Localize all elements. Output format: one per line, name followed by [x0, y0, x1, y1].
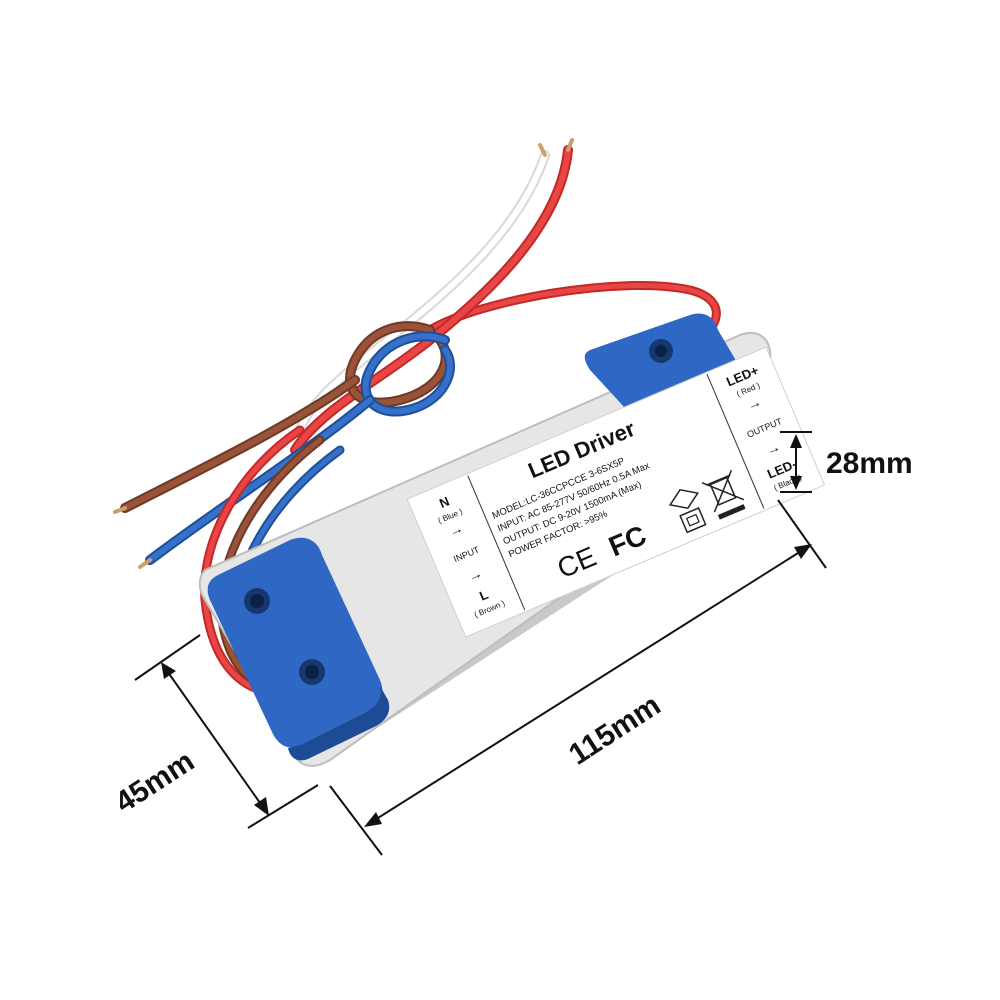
length-arrow-left [364, 812, 382, 827]
length-arrow-right [794, 544, 812, 559]
height-dimension-label: 28mm [826, 447, 913, 480]
led-driver-device: N ( Blue ) → INPUT → L ( Brown ) LED Dri… [198, 313, 826, 767]
product-label: N ( Blue ) → INPUT → L ( Brown ) LED Dri… [406, 346, 826, 638]
length-dimension-label: 115mm [563, 688, 666, 771]
input-arrow-bottom: → [465, 564, 484, 584]
width-arrow-top [161, 662, 176, 679]
dimension-annotations [134, 431, 827, 856]
width-arrow-bottom [254, 797, 269, 816]
width-ext-top [134, 634, 201, 681]
wire-tip-brown [113, 506, 127, 514]
wire-tip-red [566, 138, 574, 152]
length-ext-right [777, 499, 827, 569]
height-arrow-down [790, 476, 802, 490]
width-dimension-line [164, 667, 266, 811]
output-arrow-top: → [744, 393, 763, 413]
weee-bin-icon [701, 469, 746, 520]
height-arrow-up [790, 434, 802, 448]
output-arrow-bottom: → [764, 438, 783, 458]
width-dimension-label: 45mm [109, 745, 200, 820]
width-ext-bottom [247, 784, 319, 829]
wire-tip-blue [138, 558, 152, 569]
length-ext-left [329, 785, 383, 856]
safety-transformer-icon [668, 488, 707, 534]
length-dimension-line [369, 547, 807, 824]
input-arrow-top: → [446, 519, 465, 539]
wire-tip-white [538, 143, 547, 157]
